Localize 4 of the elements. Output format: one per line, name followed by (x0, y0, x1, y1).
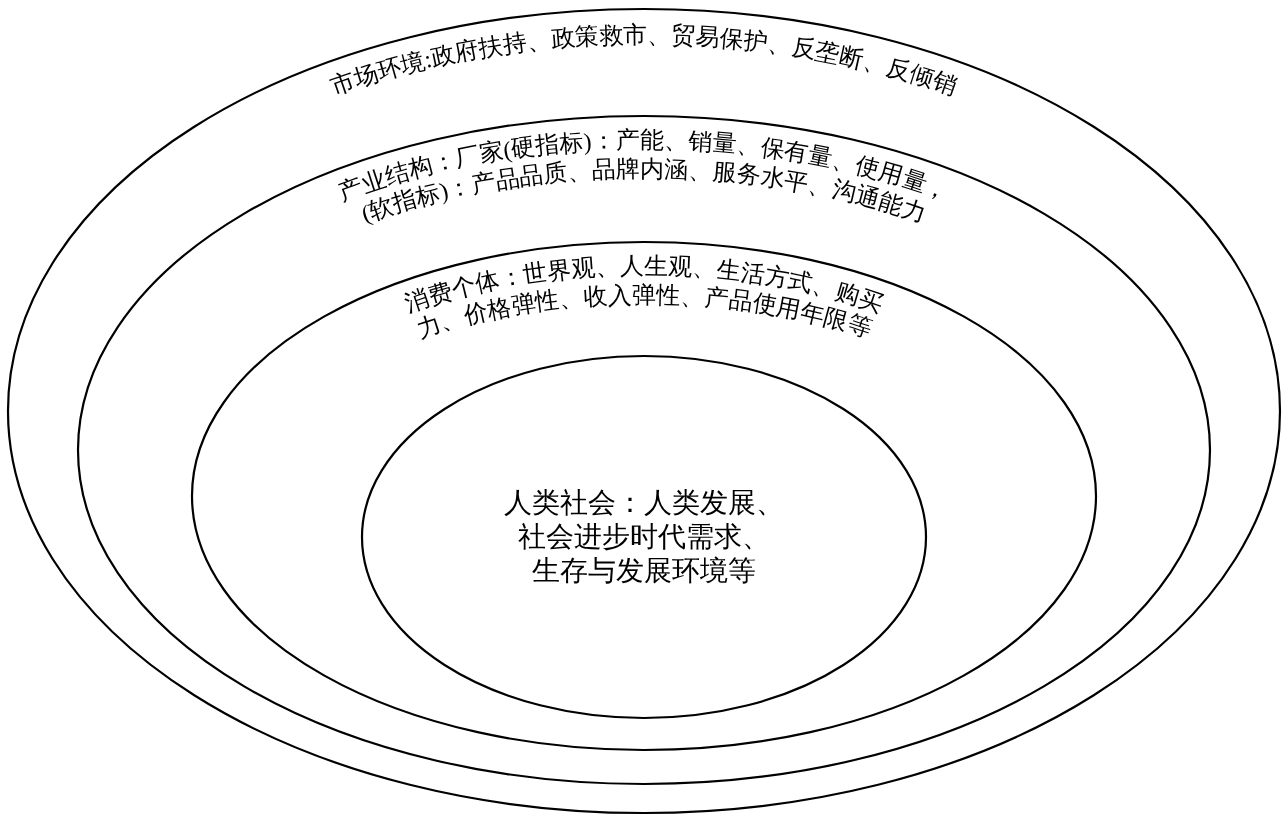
ring-label: 市场环境:政府扶持、政策救市、贸易保护、反垄断、反倾销 (327, 21, 961, 100)
ring-label: 消费个体：世界观、人生观、生活方式、购买力、价格弹性、收入弹性、产品使用年限等 (401, 252, 887, 343)
ring-label: 产业结构：厂家(硬指标)：产能、销量、保有量、使用量，(软指标)：产品品质、品牌内涵、服务水平、沟通能力 (334, 126, 954, 228)
center-label: 人类社会：人类发展、社会进步时代需求、生存与发展环境等 (503, 486, 785, 588)
